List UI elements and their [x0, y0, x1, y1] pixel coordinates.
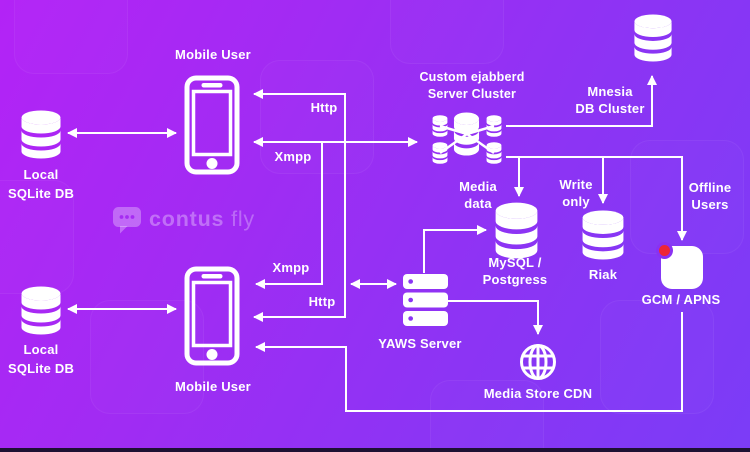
label-mysql: MySQL / Postgress — [482, 255, 548, 287]
globe-icon — [519, 343, 557, 381]
edge-xmpp-bottom — [255, 143, 323, 289]
label-local-sqlite-top: Local SQLite DB — [7, 167, 75, 201]
label-mobile-user-top: Mobile User — [175, 47, 251, 62]
chat-bubble-icon — [113, 207, 141, 234]
database-icon — [633, 14, 673, 62]
label-media-cdn: Media Store CDN — [483, 386, 593, 401]
label-http-top: Http — [310, 100, 338, 115]
edge-yaws-mysql — [423, 225, 487, 273]
db-cluster-icon — [432, 112, 502, 164]
label-ejabberd-cluster: Custom ejabberd Server Cluster — [419, 70, 525, 101]
label-riak: Riak — [588, 267, 618, 282]
edge-gcm-phone-bottom — [255, 312, 683, 412]
edge-http-phones-yaws — [253, 89, 346, 322]
label-mobile-user-bottom: Mobile User — [175, 379, 251, 394]
label-mnesia: Mnesia DB Cluster — [575, 84, 645, 116]
bg-tile — [14, 0, 128, 74]
bg-tile — [430, 380, 544, 452]
database-icon — [581, 210, 625, 260]
server-stack-icon — [403, 274, 448, 326]
smartphone-icon — [184, 75, 240, 175]
label-gcm-apns: GCM / APNS — [641, 292, 721, 307]
brand-watermark: contus fly — [149, 207, 255, 232]
edge-cluster-mnesia — [506, 75, 657, 127]
label-media-data: Media data — [459, 179, 497, 211]
brand-name-bold: contus — [149, 207, 225, 231]
label-offline-users: Offline Users — [688, 180, 732, 212]
label-http-bottom: Http — [308, 294, 336, 309]
database-icon — [20, 286, 62, 335]
label-local-sqlite-bottom: Local SQLite DB — [7, 342, 75, 376]
bg-tile — [600, 300, 714, 414]
database-icon — [20, 110, 62, 159]
bg-tile — [390, 0, 504, 64]
edge-cluster-distribution — [506, 156, 687, 241]
label-yaws: YAWS Server — [378, 336, 462, 351]
notification-dot-icon — [659, 245, 670, 256]
label-xmpp-bottom: Xmpp — [272, 260, 310, 275]
label-xmpp-top: Xmpp — [274, 149, 312, 164]
edge-yaws-cdn — [448, 300, 543, 335]
bg-tile — [90, 300, 204, 414]
brand-name-light: fly — [231, 207, 255, 231]
page-bottom-strip — [0, 448, 750, 452]
label-write-only: Write only — [559, 177, 593, 209]
smartphone-icon — [184, 266, 240, 366]
